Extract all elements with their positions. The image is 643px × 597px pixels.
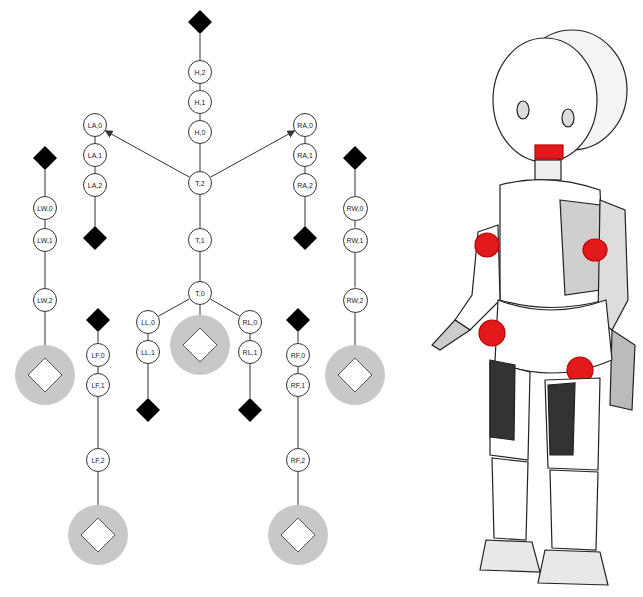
joint-label: RL,1 xyxy=(243,349,258,356)
joint-label: T,2 xyxy=(195,180,204,187)
joint-label: T,1 xyxy=(195,237,204,244)
joint-label: RW,2 xyxy=(347,297,364,304)
joint-label: LW,2 xyxy=(37,297,52,304)
link-connector xyxy=(45,220,46,228)
joint-label: RF,1 xyxy=(291,382,305,389)
joint-node: LA,1 xyxy=(83,143,107,167)
joint-node: RW,1 xyxy=(343,228,368,253)
end-effectors xyxy=(15,315,385,565)
joint-node: RW,2 xyxy=(343,288,368,313)
joint-node: RF,0 xyxy=(286,343,310,367)
link-connector xyxy=(211,131,295,177)
link-connector xyxy=(355,221,356,228)
joint-node: T,2 xyxy=(188,171,212,195)
joint-label: LL,1 xyxy=(141,349,155,356)
joint-label: LF,0 xyxy=(91,352,104,359)
joint-node: RA,1 xyxy=(293,143,317,167)
link-connector xyxy=(106,131,190,177)
joint-label: H,2 xyxy=(195,69,206,76)
joint-label: H,0 xyxy=(195,129,206,136)
joint-node: RL,1 xyxy=(238,340,262,364)
joint-label: RA,2 xyxy=(297,182,313,189)
joint-node: LW,2 xyxy=(33,288,57,312)
joint-label: LL,0 xyxy=(141,319,155,326)
joint-node: LF,0 xyxy=(86,343,110,367)
joint-node: LL,1 xyxy=(136,340,160,364)
joint-node: H,2 xyxy=(188,60,212,84)
joint-node: RL,0 xyxy=(238,310,262,334)
joint-label: RW,0 xyxy=(347,205,364,212)
joint-node: LW,1 xyxy=(33,228,57,252)
joint-label: T,0 xyxy=(195,290,204,297)
joint-node: LW,0 xyxy=(33,196,57,220)
joint-label: RA,0 xyxy=(297,122,313,129)
link-connector xyxy=(210,299,239,316)
joint-label: LW,0 xyxy=(37,205,52,212)
link-connector xyxy=(200,195,201,228)
joint-node: T,0 xyxy=(188,281,212,305)
link-connector xyxy=(158,299,189,316)
joint-node: RW,0 xyxy=(343,196,368,221)
joint-label: LF,2 xyxy=(91,457,104,464)
joint-node: RF,1 xyxy=(286,373,310,397)
joint-label: RL,0 xyxy=(243,319,258,326)
joint-node: LL,0 xyxy=(136,310,160,334)
joint-node: H,1 xyxy=(188,90,212,114)
joint-label: LF,1 xyxy=(91,382,104,389)
joint-node: LA,0 xyxy=(83,113,107,137)
joint-label: RF,2 xyxy=(291,457,305,464)
joint-label: LW,1 xyxy=(37,237,52,244)
joint-label: LA,1 xyxy=(88,152,102,159)
joint-label: RA,1 xyxy=(297,152,313,159)
joint-node: T,1 xyxy=(188,228,212,252)
joint-label: RW,1 xyxy=(347,237,364,244)
joint-node: LF,2 xyxy=(86,448,110,472)
link-connector xyxy=(45,252,46,288)
joint-label: RF,0 xyxy=(291,352,305,359)
joint-node: RA,0 xyxy=(293,113,317,137)
joint-node: LA,2 xyxy=(83,173,107,197)
joint-label: H,1 xyxy=(195,99,206,106)
joint-label: LA,2 xyxy=(88,182,102,189)
link-connector xyxy=(98,397,99,448)
joint-node: H,0 xyxy=(188,120,212,144)
link-connector xyxy=(355,253,356,288)
robot-illustration xyxy=(432,30,635,585)
joint-node: RF,2 xyxy=(286,448,310,472)
joint-node: RA,2 xyxy=(293,173,317,197)
link-connector xyxy=(298,397,299,448)
joint-node: LF,1 xyxy=(86,373,110,397)
joint-label: LA,0 xyxy=(88,122,102,129)
link-connector xyxy=(200,144,201,171)
link-connector xyxy=(200,252,201,281)
link-lines xyxy=(45,34,355,513)
black-diamonds xyxy=(33,10,367,422)
